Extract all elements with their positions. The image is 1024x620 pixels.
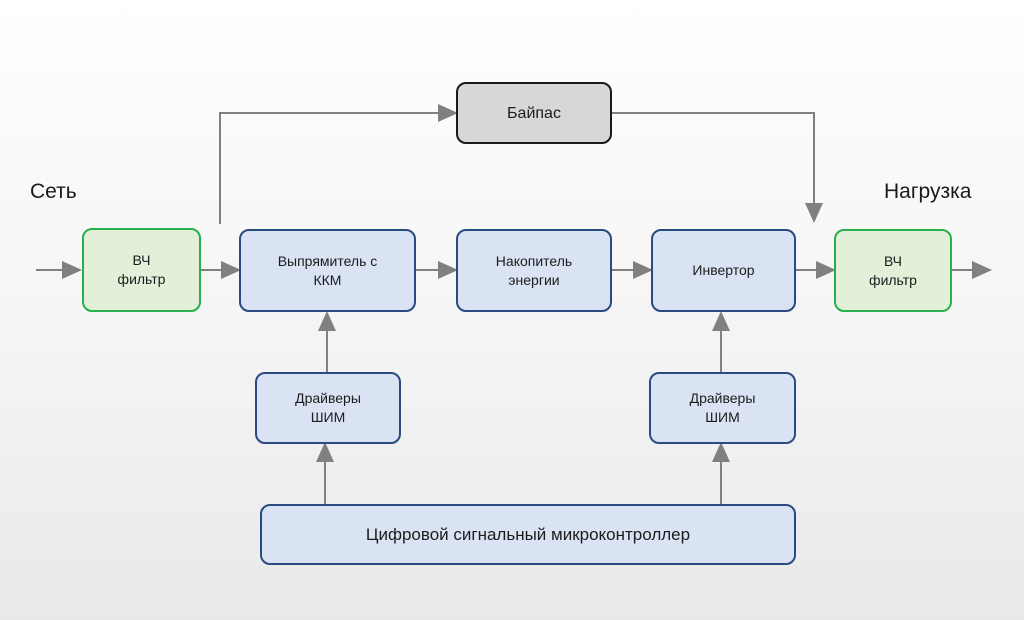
- arrow-to-bypass: [219, 104, 458, 224]
- arrow-from-bypass: [611, 112, 823, 223]
- hf-filter-in-line1: ВЧ: [132, 252, 151, 268]
- pwm-right-line2: ШИМ: [705, 409, 740, 425]
- output-label: Нагрузка: [884, 180, 972, 203]
- inverter-block: Инвертор: [651, 229, 796, 312]
- storage-line2: энергии: [508, 271, 560, 288]
- inverter-label: Инвертор: [692, 262, 755, 278]
- hf-filter-out-line1: ВЧ: [883, 252, 903, 269]
- pwm-left-line2: ШИМ: [310, 409, 346, 425]
- pwm-left-line1: Драйверы: [295, 390, 361, 406]
- input-label: Сеть: [30, 180, 77, 203]
- hf-filter-out-line2: фильтр: [869, 271, 917, 288]
- pwm-drivers-left-block: Драйверы ШИМ: [255, 372, 401, 444]
- hf-filter-out-block: ВЧ фильтр: [834, 229, 952, 312]
- dsp-controller-block: Цифровой сигнальный микроконтроллер: [260, 504, 796, 565]
- rectifier-line2: ККМ: [313, 271, 342, 288]
- rectifier-line1: Выпрямитель с: [277, 252, 378, 269]
- pwm-right-line1: Драйверы: [689, 390, 756, 406]
- storage-line1: Накопитель: [495, 252, 573, 269]
- hf-filter-in-block: ВЧ фильтр: [82, 228, 201, 312]
- hf-filter-in-line2: фильтр: [117, 271, 166, 287]
- pwm-drivers-right-block: Драйверы ШИМ: [649, 372, 796, 444]
- bypass-block: Байпас: [456, 82, 612, 144]
- rectifier-block: Выпрямитель с ККМ: [239, 229, 416, 312]
- storage-block: Накопитель энергии: [456, 229, 612, 312]
- bypass-label: Байпас: [507, 104, 561, 122]
- dsp-label: Цифровой сигнальный микроконтроллер: [365, 525, 691, 544]
